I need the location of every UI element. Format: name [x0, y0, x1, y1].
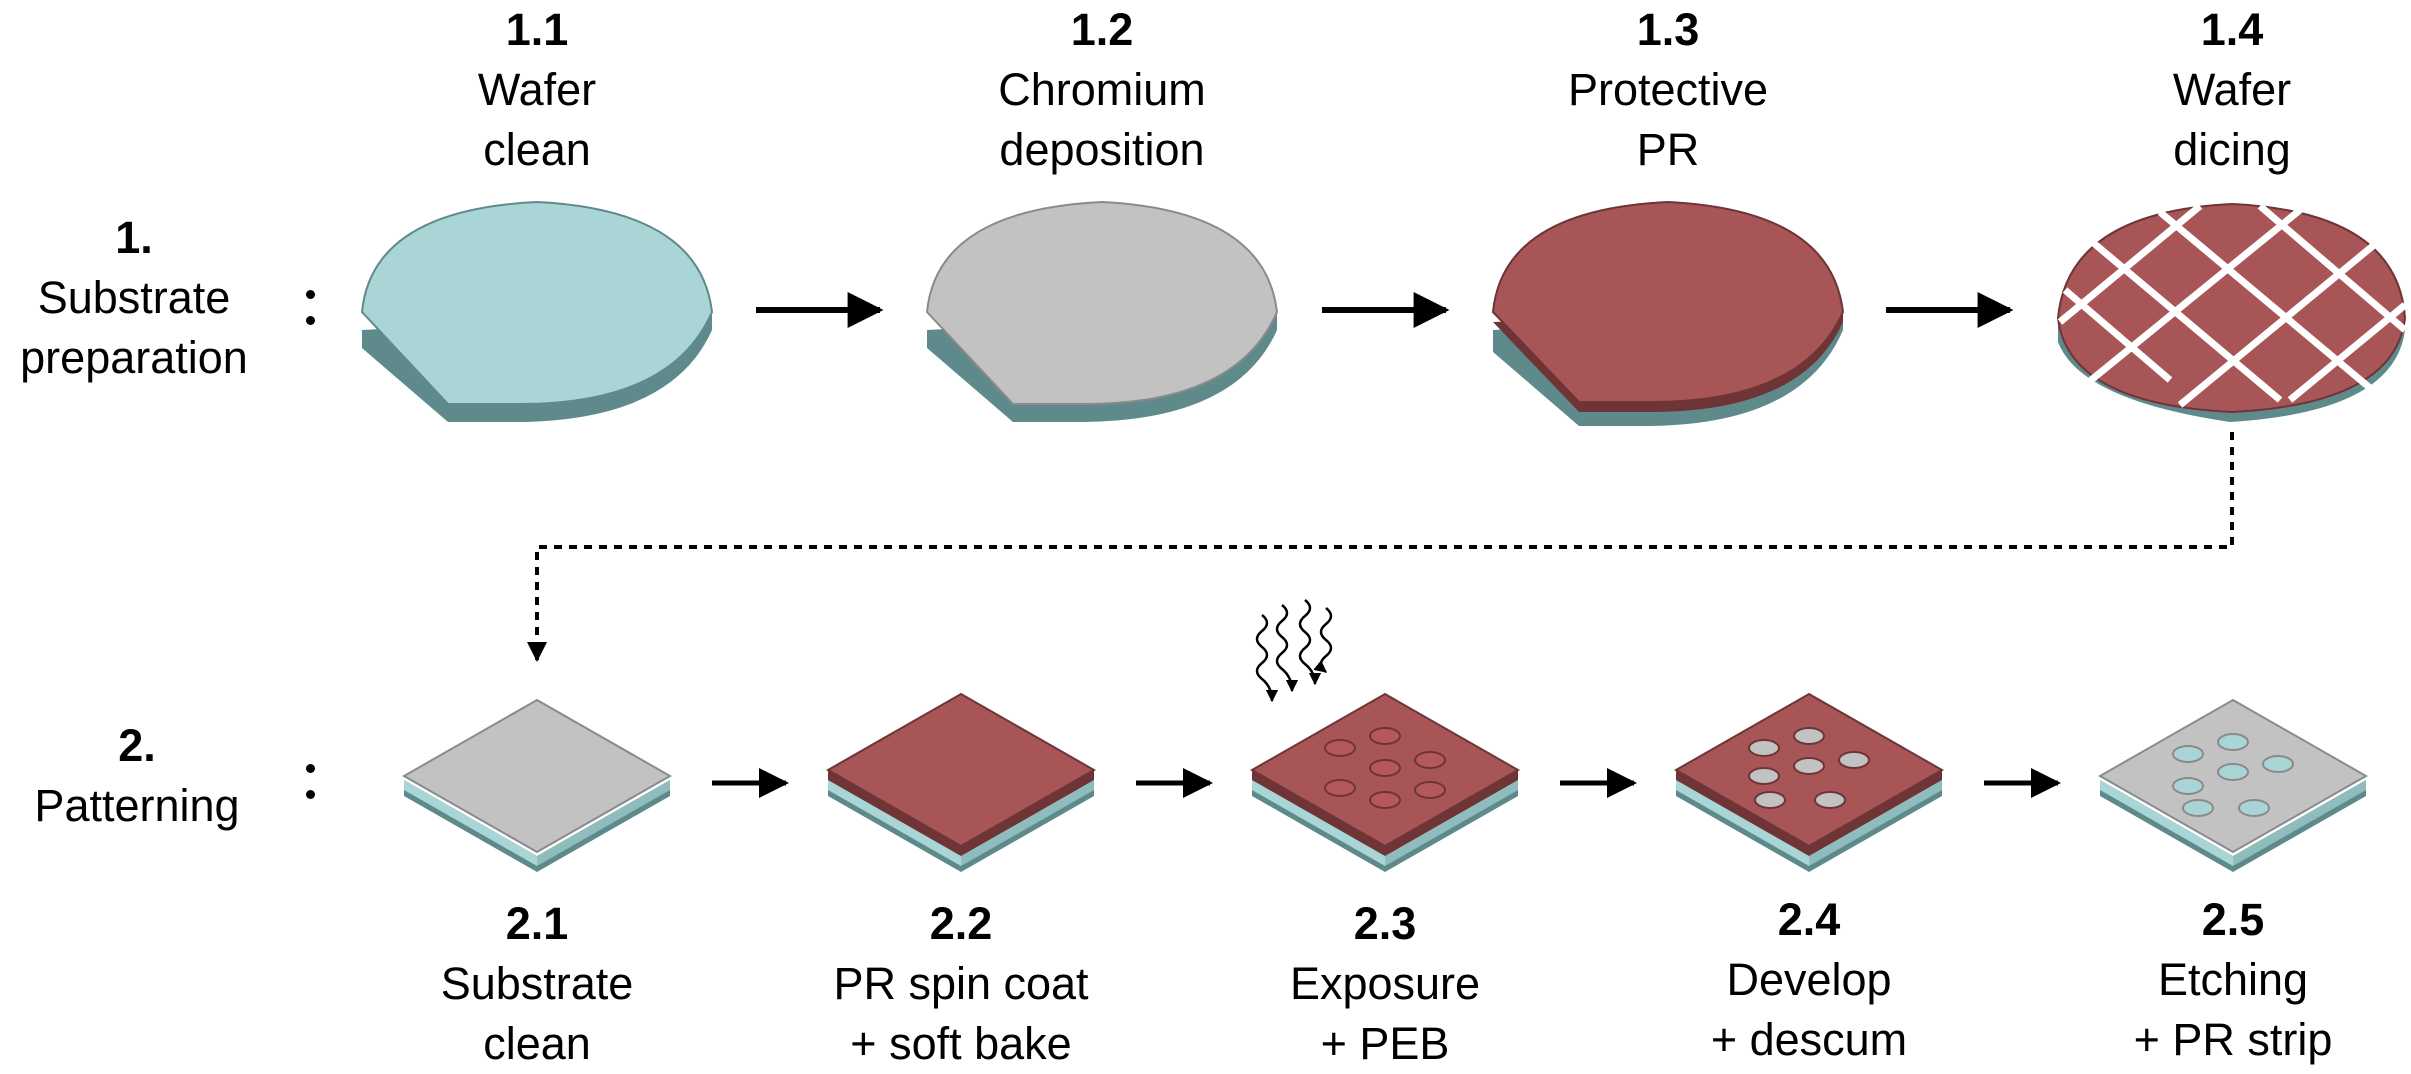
chromium-deposition-wafer [925, 200, 1279, 422]
step-number: 1.4 [2200, 4, 2264, 55]
step-number: 2.3 [1353, 898, 1417, 949]
stage-patterning: 2. Patterning [34, 716, 239, 836]
step-1-4-label: 1.4 Wafer dicing [2173, 0, 2291, 180]
step-1-2-label: 1.2 Chromium deposition [998, 0, 1206, 180]
step-line1: Substrate [440, 958, 634, 1009]
chip-pr-spin-coat [825, 692, 1097, 872]
step-line2: + soft bake [850, 1018, 1072, 1069]
stage-number: 1. [115, 212, 153, 263]
chip-substrate-clean [401, 698, 673, 872]
step-line2: PR [1636, 124, 1700, 175]
step-number: 2.5 [2201, 894, 2265, 945]
step-number: 1.3 [1636, 4, 1700, 55]
step-2-2-label: 2.2 PR spin coat + soft bake [833, 894, 1088, 1074]
step-number: 2.2 [929, 898, 993, 949]
step-number: 1.1 [505, 4, 569, 55]
step-line2: + PEB [1320, 1018, 1450, 1069]
stage-number: 2. [118, 720, 156, 771]
step-line1: Etching [2157, 954, 2309, 1005]
wafer-clean-wafer [360, 200, 714, 422]
step-2-5-label: 2.5 Etching + PR strip [2134, 890, 2333, 1070]
chip-etching [2097, 698, 2369, 872]
protective-pr-wafer [1491, 200, 1845, 426]
stage-name: Substrate preparation [20, 272, 248, 383]
stage-name: Patterning [34, 780, 240, 831]
stage-substrate-preparation: 1. Substrate preparation [0, 208, 269, 388]
step-line2: clean [483, 1018, 591, 1069]
step-line1: Protective [1567, 64, 1769, 115]
dotted-connector-arrow [527, 432, 2234, 662]
chip-exposure [1249, 692, 1521, 872]
diced-wafer [2056, 202, 2408, 422]
step-line1: Exposure [1289, 958, 1481, 1009]
step-line1: Develop [1726, 954, 1892, 1005]
step-line1: Wafer [2172, 64, 2292, 115]
step-line2: + descum [1710, 1014, 1908, 1065]
step-line2: clean [483, 124, 591, 175]
step-line1: Wafer [477, 64, 597, 115]
stage-colon [306, 290, 316, 330]
step-1-3-label: 1.3 Protective PR [1568, 0, 1768, 180]
step-1-1-label: 1.1 Wafer clean [478, 0, 596, 180]
step-2-1-label: 2.1 Substrate clean [441, 894, 634, 1074]
step-number: 2.1 [505, 898, 569, 949]
stage-colon [306, 764, 316, 804]
step-line1: Chromium [998, 64, 1206, 115]
step-2-3-label: 2.3 Exposure + PEB [1290, 894, 1480, 1074]
step-number: 2.4 [1777, 894, 1841, 945]
step-line2: + PR strip [2133, 1014, 2333, 1065]
step-number: 1.2 [1070, 4, 1134, 55]
uv-light-icon [1255, 599, 1333, 703]
step-line1: PR spin coat [833, 958, 1089, 1009]
chip-develop [1673, 692, 1945, 872]
step-line2: dicing [2173, 124, 2291, 175]
step-line2: deposition [999, 124, 1205, 175]
step-2-4-label: 2.4 Develop + descum [1711, 890, 1907, 1070]
